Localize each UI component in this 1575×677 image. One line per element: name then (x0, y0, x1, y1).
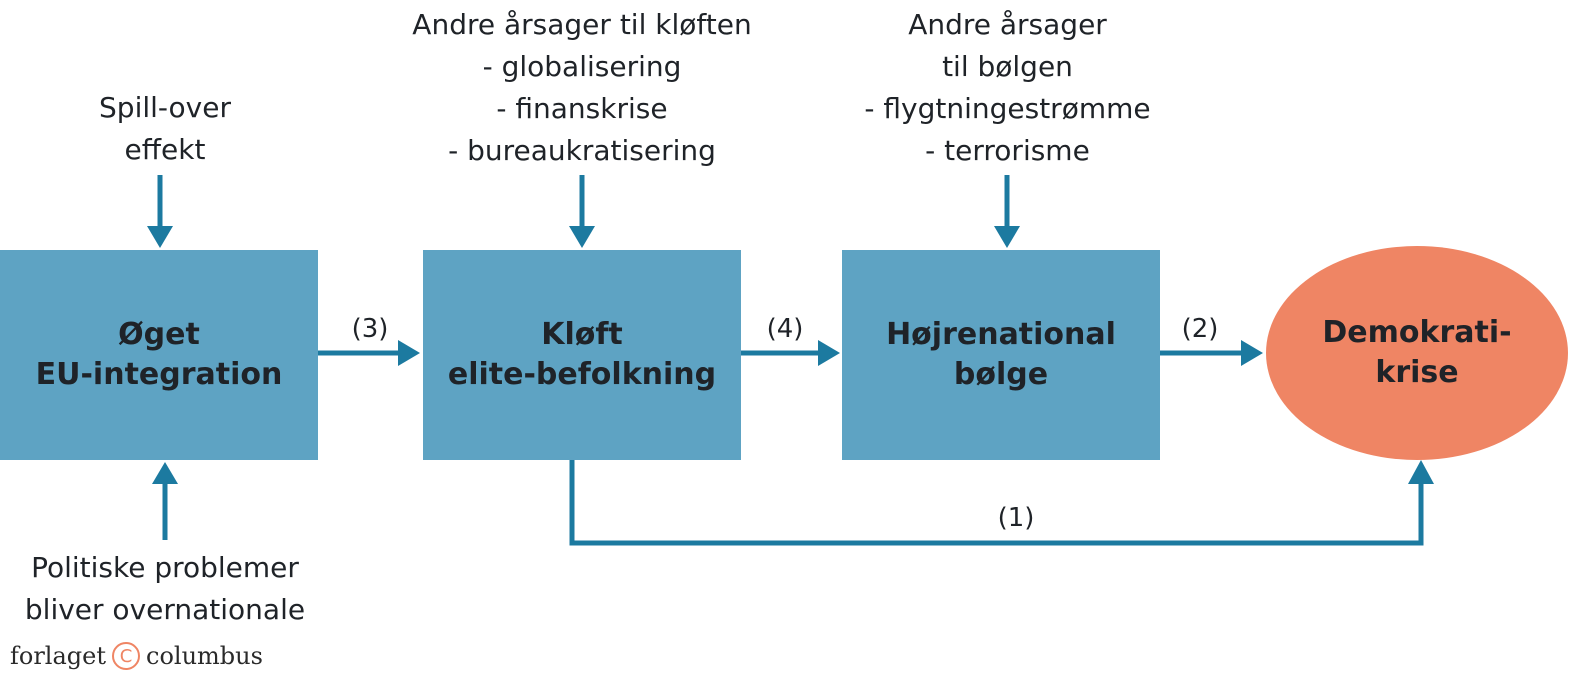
input-cleavage-causes-line-4: - bureaukratisering (448, 134, 716, 167)
arrowhead-step-1 (1408, 460, 1434, 484)
input-political-problems-line-2: bliver overnationale (24, 593, 306, 626)
input-spillover-line-2: effekt (124, 133, 206, 166)
arrowhead-cleavage-causes (569, 226, 595, 248)
node-democracy-crisis-line-1: Demokrati- (1322, 315, 1512, 350)
arrowhead-step-4 (818, 340, 840, 366)
node-democracy-crisis-line-2: krise (1375, 355, 1459, 390)
publisher-logo: forlaget C columbus (10, 640, 263, 672)
node-eu-integration-line-1: Øget (118, 317, 200, 352)
input-spillover: Spill-over effekt (60, 87, 270, 171)
node-cleavage: Kløft elite-befolkning (423, 250, 741, 460)
node-nationalist-wave-line-1: Højrenational (886, 317, 1116, 352)
node-cleavage-line-2: elite-befolkning (447, 357, 717, 392)
input-cleavage-causes-line-3: - finanskrise (496, 92, 668, 125)
input-wave-causes: Andre årsager til bølgen - flygtningestr… (840, 4, 1175, 172)
arrow-step-1 (569, 460, 1424, 546)
input-wave-causes-line-3: - flygtningestrømme (864, 92, 1151, 125)
input-cleavage-causes: Andre årsager til kløften - globaliserin… (397, 4, 767, 172)
arrowhead-spillover (147, 226, 173, 248)
step-label-4: (4) (766, 314, 804, 344)
arrowhead-political-problems (152, 462, 178, 484)
input-wave-causes-line-2: til bølgen (942, 50, 1073, 83)
input-political-problems: Politiske problemer bliver overnationale (10, 547, 320, 631)
node-nationalist-wave: Højrenational bølge (842, 250, 1160, 460)
input-wave-causes-line-1: Andre årsager (908, 8, 1107, 41)
input-cleavage-causes-line-2: - globalisering (482, 50, 682, 83)
copyright-icon: C (112, 642, 140, 670)
node-cleavage-line-1: Kløft (541, 317, 623, 352)
node-eu-integration: Øget EU-integration (0, 250, 318, 460)
step-label-2: (2) (1181, 314, 1219, 344)
arrowhead-step-3 (398, 340, 420, 366)
arrowhead-step-2 (1241, 340, 1263, 366)
arrowhead-wave-causes (994, 226, 1020, 248)
publisher-logo-right: columbus (146, 642, 263, 670)
node-nationalist-wave-line-2: bølge (953, 357, 1049, 392)
input-wave-causes-line-4: - terrorisme (925, 134, 1090, 167)
node-eu-integration-line-2: EU-integration (35, 357, 283, 392)
step-label-3: (3) (351, 314, 389, 344)
input-cleavage-causes-line-1: Andre årsager til kløften (412, 8, 752, 41)
step-label-1: (1) (997, 503, 1035, 533)
node-democracy-crisis: Demokrati- krise (1266, 246, 1568, 460)
publisher-logo-left: forlaget (10, 642, 106, 670)
input-political-problems-line-1: Politiske problemer (31, 551, 299, 584)
input-spillover-line-1: Spill-over (99, 91, 231, 124)
